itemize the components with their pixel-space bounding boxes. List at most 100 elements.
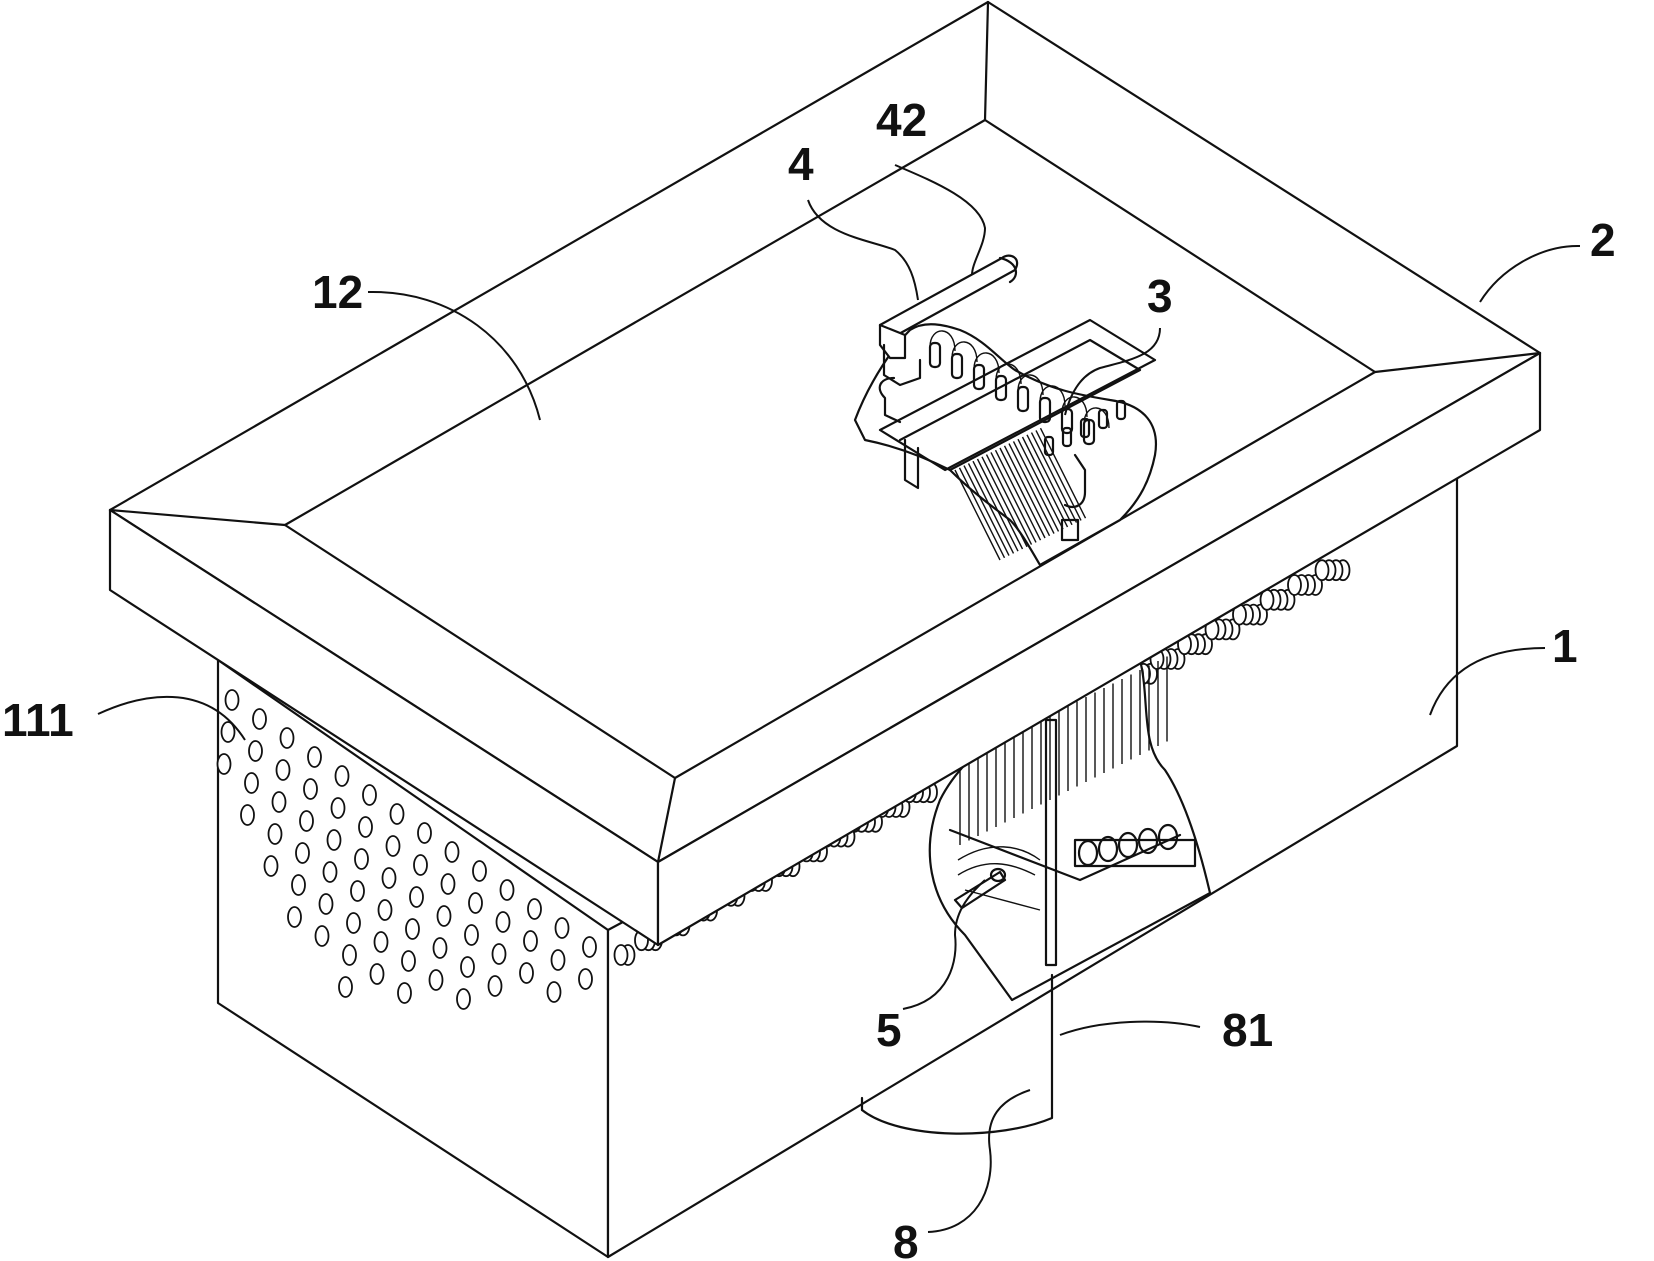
membrane-fin xyxy=(1017,438,1064,530)
perforation-hole xyxy=(224,689,240,711)
cap-loop xyxy=(951,341,978,363)
membrane-fin xyxy=(976,458,1024,550)
perforation-hole xyxy=(401,950,416,972)
roller-4 xyxy=(1137,827,1159,855)
membrane-fin xyxy=(972,460,1019,552)
module-frame-3 xyxy=(878,318,1157,472)
side-pipe-right xyxy=(1063,453,1087,508)
perforation-hole xyxy=(334,765,350,787)
perforation-hole xyxy=(314,925,330,947)
membrane-fin xyxy=(963,465,1010,556)
perforation-hole xyxy=(216,753,232,775)
frame-front-right-side xyxy=(656,351,1542,947)
membrane-cap xyxy=(1016,385,1030,413)
aeration-pipe-end xyxy=(989,867,1007,883)
leader-lines xyxy=(97,164,1581,1233)
perforation-hole xyxy=(299,810,314,832)
label-2: 2 xyxy=(1590,214,1616,266)
leader-4 xyxy=(807,199,919,301)
label-3: 3 xyxy=(1147,270,1173,322)
perforation-hole xyxy=(244,772,259,794)
perforation-hole xyxy=(405,918,420,940)
upper-cutaway xyxy=(853,254,1157,567)
membrane-fin xyxy=(1008,443,1055,534)
perforation-hole xyxy=(413,854,428,876)
module-right-clip xyxy=(1060,518,1080,542)
collection-pipe-end xyxy=(998,256,1018,284)
riser-pipe-4 xyxy=(878,323,907,360)
membrane-fin xyxy=(1003,445,1051,537)
lower-membrane-fins xyxy=(959,656,1168,845)
miter-left xyxy=(108,508,287,527)
upper-membrane-fins xyxy=(954,427,1087,561)
membrane-fin xyxy=(981,456,1028,548)
cap-loop xyxy=(929,330,956,352)
membrane-fin xyxy=(985,454,1033,545)
membrane-cap xyxy=(928,341,942,369)
membrane-fin xyxy=(1026,434,1073,526)
membrane-cap xyxy=(1038,396,1052,424)
membrane-cap xyxy=(1115,399,1127,421)
roller-3 xyxy=(1117,831,1139,859)
membrane-fin xyxy=(954,469,1001,561)
perforation-hole xyxy=(519,962,534,984)
perforation-hole xyxy=(295,842,310,864)
perforation-hole xyxy=(271,791,287,813)
left-face-perforations xyxy=(216,689,597,1010)
perforation-hole xyxy=(385,835,401,857)
perforation-hole xyxy=(1314,559,1330,582)
perforation-hole xyxy=(491,943,507,965)
perforation-hole xyxy=(440,873,456,895)
membrane-fin xyxy=(994,449,1042,541)
perforation-hole xyxy=(460,956,475,978)
membrane-cap xyxy=(994,374,1008,402)
perforation-hole xyxy=(362,784,377,806)
roller-1 xyxy=(1077,839,1099,867)
perforation-hole xyxy=(546,981,562,1003)
perforation-hole xyxy=(436,905,452,927)
perforation-hole xyxy=(346,912,361,934)
module-left-post xyxy=(903,438,920,490)
bottom-header-bar xyxy=(1073,838,1197,868)
perforation-hole xyxy=(263,855,279,877)
perforation-hole xyxy=(487,975,503,997)
perforation-hole xyxy=(220,721,236,743)
membrane-fin xyxy=(1035,430,1082,521)
membrane-cap xyxy=(1097,408,1109,430)
aeration-grid xyxy=(957,846,1041,911)
label-8: 8 xyxy=(893,1216,919,1261)
perforation-hole xyxy=(389,803,405,825)
outlet-pipe xyxy=(860,973,1054,1135)
perforation-hole xyxy=(342,944,357,966)
callout-labels: 2 42 4 12 3 1 111 5 81 8 xyxy=(2,94,1616,1261)
perforation-hole xyxy=(369,963,385,985)
perforation-hole xyxy=(1287,574,1302,596)
membrane-cap xyxy=(950,352,964,380)
perforation-hole xyxy=(291,874,306,896)
membrane-fin xyxy=(999,447,1046,539)
leader-111 xyxy=(97,695,246,741)
perforation-hole xyxy=(373,931,389,953)
perforation-hole xyxy=(252,708,267,730)
leader-2 xyxy=(1479,244,1581,303)
perforation-hole xyxy=(468,892,483,914)
leader-3 xyxy=(1064,327,1161,416)
label-111: 111 xyxy=(2,694,74,746)
cap-loop xyxy=(973,352,1000,374)
perforation-hole xyxy=(267,823,283,845)
perforation-hole xyxy=(464,924,479,946)
perforation-hole xyxy=(432,937,448,959)
perforation-hole xyxy=(318,893,334,915)
perforation-hole xyxy=(397,982,412,1004)
riser-pipe-down xyxy=(882,343,922,387)
label-81: 81 xyxy=(1222,1004,1273,1056)
perforation-hole xyxy=(523,930,538,952)
perforation-hole xyxy=(287,906,302,928)
membrane-cap xyxy=(1043,435,1055,457)
perforation-hole xyxy=(613,944,629,966)
perforation-hole xyxy=(326,829,342,851)
perforation-hole xyxy=(444,841,460,863)
perforation-hole xyxy=(495,911,511,933)
perforation-hole xyxy=(582,936,597,958)
